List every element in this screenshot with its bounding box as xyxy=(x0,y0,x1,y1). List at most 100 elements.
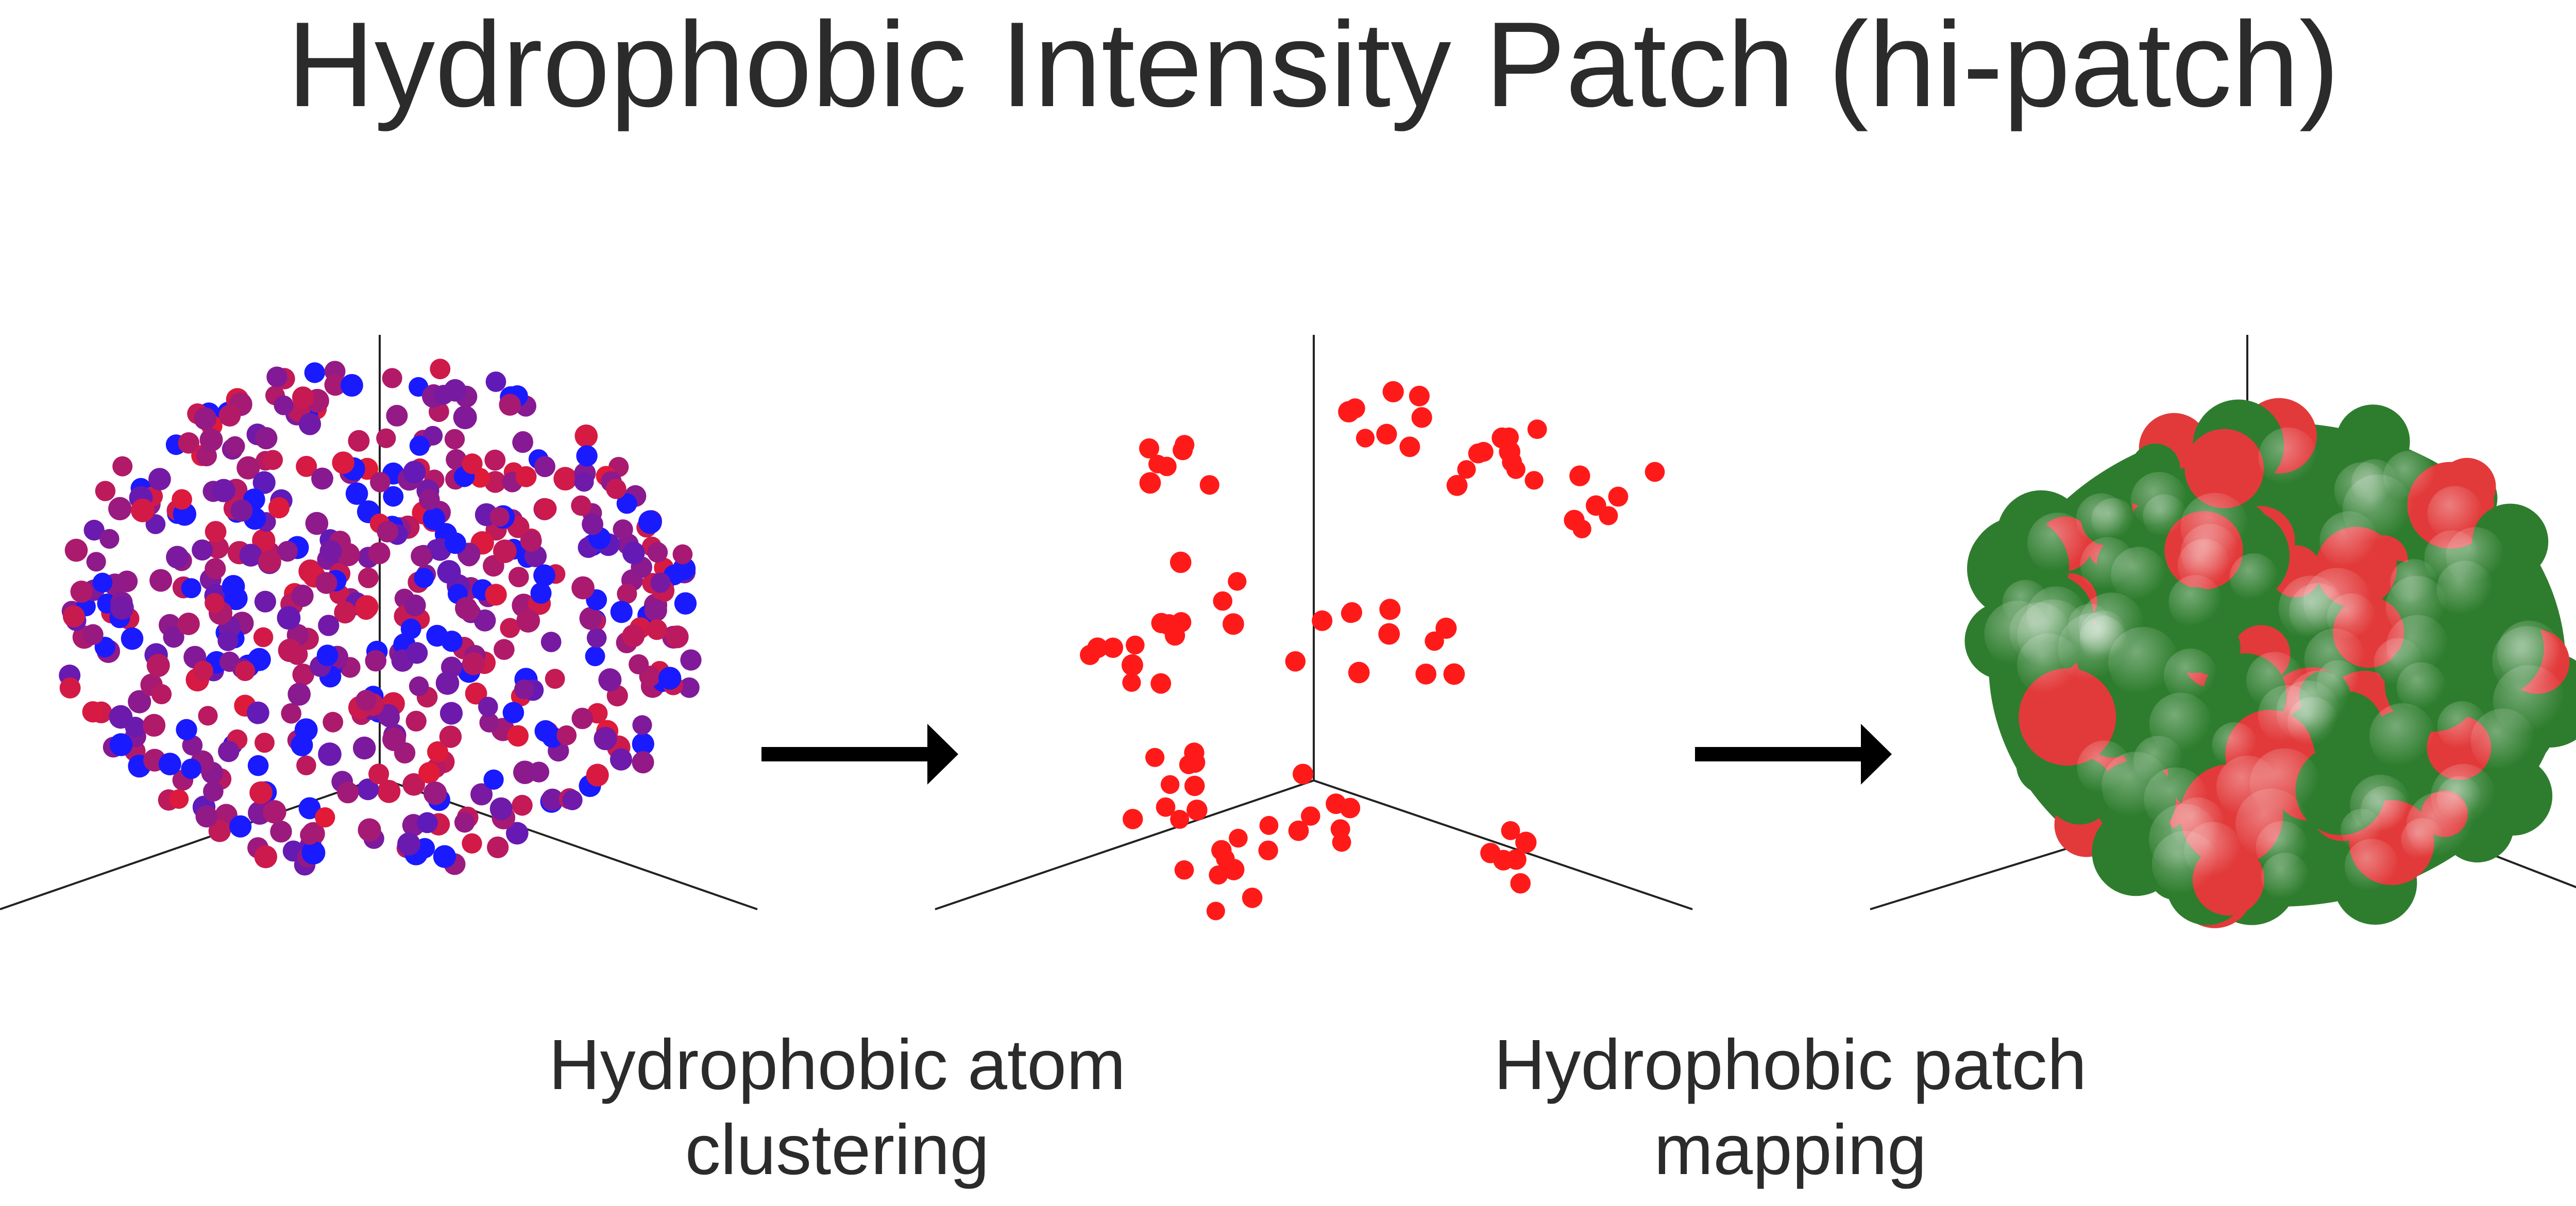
atom-point xyxy=(86,552,106,572)
atom-point xyxy=(454,812,475,833)
atom-point xyxy=(520,530,542,552)
cluster-atom-point xyxy=(1288,820,1309,841)
atom-point xyxy=(345,482,368,505)
atom-point xyxy=(562,790,583,810)
surface-highlight xyxy=(2493,665,2565,737)
surface-highlight xyxy=(2437,701,2487,751)
caption-mapping-line1: Hydrophobic patch xyxy=(1494,1025,2087,1105)
atom-point xyxy=(277,540,298,562)
atom-point xyxy=(229,815,252,838)
atom-point xyxy=(355,599,377,620)
atom-point xyxy=(658,667,682,690)
surface-highlight xyxy=(2427,486,2483,541)
atom-point xyxy=(647,542,668,563)
atom-point xyxy=(358,818,381,842)
atom-point xyxy=(151,684,172,705)
atom-point xyxy=(622,541,645,565)
atom-point xyxy=(571,576,595,600)
cluster-atom-point xyxy=(1409,385,1430,406)
atom-point xyxy=(402,773,426,796)
atom-point xyxy=(370,472,391,492)
atom-point xyxy=(404,594,426,617)
atom-point xyxy=(644,599,667,622)
atom-point xyxy=(485,371,506,392)
atom-point xyxy=(610,601,633,623)
atom-point xyxy=(268,497,290,519)
atom-point xyxy=(672,544,693,565)
atom-point xyxy=(500,618,520,638)
atom-point xyxy=(508,567,529,587)
atom-point xyxy=(315,807,335,828)
atom-point xyxy=(576,445,598,467)
atom-point xyxy=(254,845,278,869)
cluster-atom-point xyxy=(1376,423,1397,445)
atom-point xyxy=(462,652,485,675)
surface-highlight xyxy=(2319,511,2378,570)
atom-point xyxy=(125,717,146,738)
cluster-atom-point xyxy=(1213,591,1233,611)
atom-point xyxy=(594,727,617,751)
surface-highlight xyxy=(2436,560,2494,618)
surface-highlight xyxy=(2344,839,2399,894)
cluster-atom-point xyxy=(1510,873,1531,894)
atom-point xyxy=(674,592,697,615)
atom-point xyxy=(219,651,240,672)
cluster-atom-point xyxy=(1174,860,1194,880)
atom-point xyxy=(680,649,702,671)
atom-point xyxy=(433,384,454,405)
cluster-atom-point xyxy=(1184,752,1206,773)
atom-point xyxy=(512,432,533,453)
atom-point xyxy=(505,822,529,845)
atom-point xyxy=(82,701,104,723)
cluster-atom-point xyxy=(1139,472,1161,494)
surface-highlight xyxy=(2287,697,2338,748)
cluster-atom-point xyxy=(1382,381,1404,403)
atom-point xyxy=(208,820,231,842)
atom-point xyxy=(336,542,360,567)
atom-point xyxy=(254,590,276,613)
atom-point xyxy=(571,707,594,729)
surface-highlight xyxy=(2149,804,2219,875)
atom-point xyxy=(298,413,321,435)
atom-point xyxy=(292,386,314,409)
cluster-atom-point xyxy=(1187,800,1208,821)
atom-point xyxy=(455,597,478,620)
atom-point xyxy=(439,702,463,725)
atom-point xyxy=(255,427,278,450)
cluster-atom-point xyxy=(1502,452,1522,472)
atom-point xyxy=(586,627,607,648)
atom-point xyxy=(541,788,564,811)
atom-point xyxy=(199,428,223,452)
surface-highlight xyxy=(2390,559,2438,607)
surface-highlight xyxy=(2361,786,2409,835)
atom-point xyxy=(112,456,133,477)
cluster-atom-point xyxy=(1206,902,1225,921)
atom-point xyxy=(534,456,556,478)
atom-point xyxy=(533,564,556,587)
atom-point xyxy=(318,615,340,636)
atom-point xyxy=(553,467,578,491)
atom-point xyxy=(334,601,357,624)
atom-point xyxy=(462,453,483,474)
cluster-atom-point xyxy=(1411,407,1432,428)
surface-highlight xyxy=(2077,740,2131,795)
atom-point xyxy=(365,650,387,672)
atom-point xyxy=(502,702,524,724)
atom-point xyxy=(357,778,379,801)
atom-point xyxy=(169,789,189,809)
cluster-atom-point xyxy=(1599,506,1618,525)
surface-highlight xyxy=(2369,703,2436,770)
atom-point xyxy=(83,519,105,541)
atom-point xyxy=(516,608,540,633)
atom-point xyxy=(536,498,557,519)
atom-point xyxy=(514,680,534,700)
caption-mapping-line2: mapping xyxy=(1654,1110,1927,1190)
atom-point xyxy=(270,820,292,843)
atom-point xyxy=(540,632,562,653)
atom-point xyxy=(193,660,213,681)
atom-point xyxy=(405,642,428,664)
atom-point xyxy=(400,618,421,639)
surface-highlight xyxy=(2258,427,2318,487)
atom-point xyxy=(418,762,440,784)
atom-point xyxy=(632,715,652,735)
